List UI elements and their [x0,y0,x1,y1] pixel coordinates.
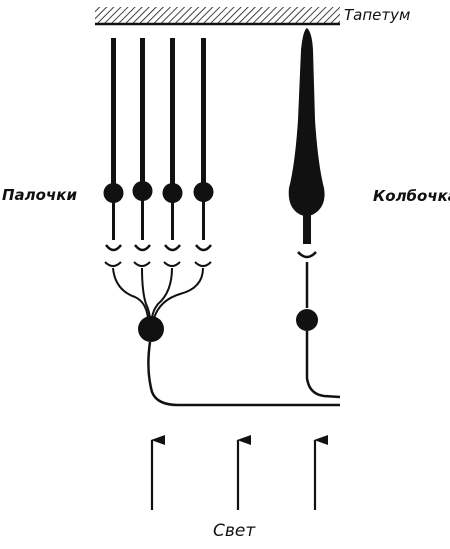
cone-label: Колбочка [373,187,450,205]
light-arrows [150,435,328,510]
rod-bipolar-cell [138,316,340,407]
light-label: Свет [213,521,256,541]
rod-cell [193,38,214,252]
rod-cell [162,38,183,252]
rod-cell [132,38,153,252]
tapetum-layer [95,7,340,26]
tapetum-label: Тапетум [344,6,411,24]
cone-cell [288,28,325,308]
rod-cells [103,38,214,252]
rod-cell [103,38,124,252]
rods-label: Палочки [2,186,77,204]
rod-bipolar-dendrites [104,261,212,319]
cone-bipolar-cell [296,309,341,399]
